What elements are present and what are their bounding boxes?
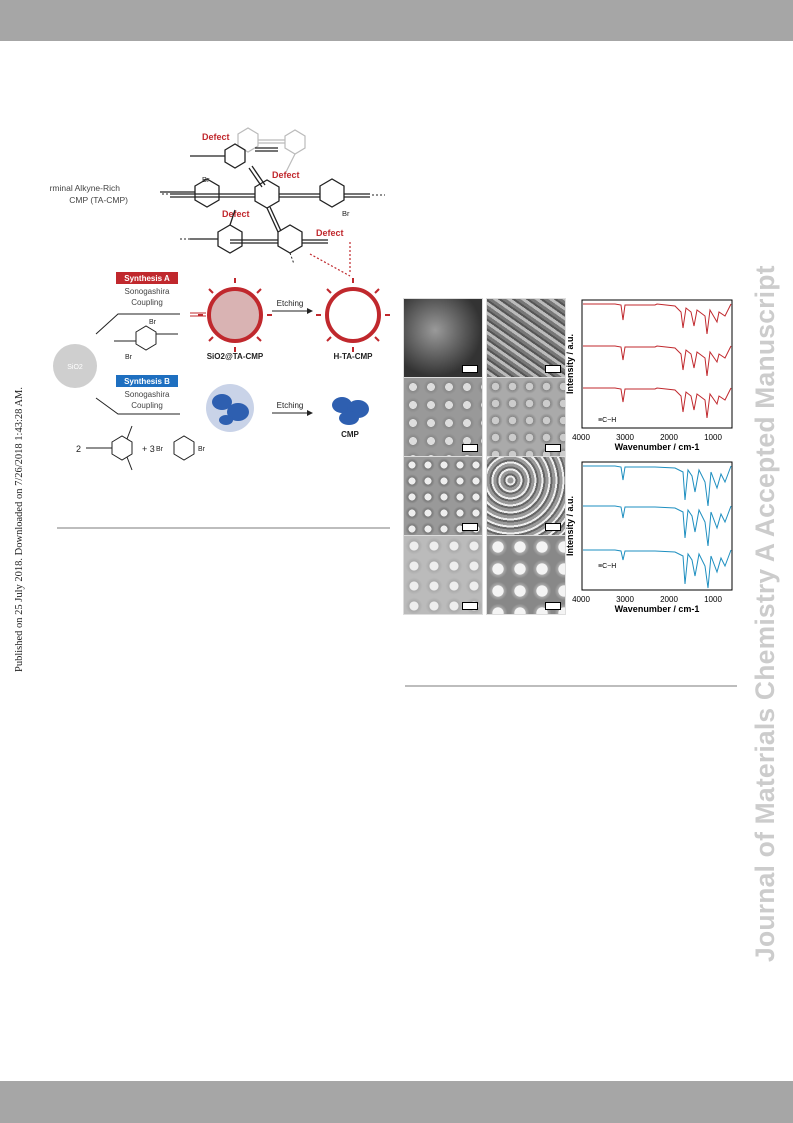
synthesis-a-badge xyxy=(116,272,178,284)
triethynyl-monomer xyxy=(86,425,133,471)
ir-top-annotation: ≡C−H xyxy=(598,417,616,424)
sonogashira-a-2: Coupling xyxy=(131,298,163,307)
sem-image-8 xyxy=(486,535,566,615)
defect-label-3: Defect xyxy=(222,209,250,219)
ir-top-tick-3000: 3000 xyxy=(616,433,634,442)
defect-label-1: Defect xyxy=(202,132,230,142)
defect-fragment-top xyxy=(237,127,306,173)
ta-cmp-label-line1: Terminal Alkyne-Rich xyxy=(50,183,120,193)
ir-top-xlabel: Wavenumber / cm-1 xyxy=(615,442,700,452)
sio2-ta-cmp-particle xyxy=(190,278,272,352)
synthesis-a-label: Synthesis A xyxy=(124,274,170,283)
sio2-label: SiO2 xyxy=(67,364,83,371)
sem-image-1 xyxy=(403,298,483,378)
sem-image-3 xyxy=(403,377,483,457)
br-label-6: Br xyxy=(198,446,206,453)
reagent-coef-1: 2 xyxy=(76,444,81,454)
ir-bottom-xlabel: Wavenumber / cm-1 xyxy=(615,604,700,614)
ir-top-plot: ≡C−H Intensity / a.u. 4000 3000 2000 100… xyxy=(565,299,733,452)
ir-bottom-trace-1 xyxy=(583,465,732,507)
sem-image-2 xyxy=(486,298,566,378)
ir-bottom-tick-1000: 1000 xyxy=(704,595,722,604)
sem-image-6 xyxy=(486,456,566,536)
cmp-particle xyxy=(332,397,369,425)
ir-top-tick-1000: 1000 xyxy=(704,433,722,442)
ir-bottom-trace-2 xyxy=(583,505,732,547)
ir-top-tick-4000: 4000 xyxy=(572,433,590,442)
dibromo-monomer xyxy=(114,325,178,351)
dibromobenzene xyxy=(173,435,195,461)
defect-label-4: Defect xyxy=(316,228,344,238)
synthesis-b-badge xyxy=(116,375,178,387)
sonogashira-b-2: Coupling xyxy=(131,401,163,410)
etching-a-label: Etching xyxy=(277,299,304,308)
sem-image-5 xyxy=(403,456,483,536)
ir-top-trace-2 xyxy=(583,345,732,377)
ir-bottom-annotation: ≡C−H xyxy=(598,563,616,570)
sonogashira-a-1: Sonogashira xyxy=(125,287,170,296)
ir-bottom-tick-4000: 4000 xyxy=(572,595,590,604)
sio2-sphere xyxy=(53,344,97,388)
h-ta-cmp-particle xyxy=(316,278,390,352)
sio2-ta-cmp-label: SiO2@TA-CMP xyxy=(207,352,264,361)
journal-watermark: Journal of Materials Chemistry A Accepte… xyxy=(750,265,780,962)
ir-bottom-plot: ≡C−H Intensity / a.u. 4000 3000 2000 100… xyxy=(565,461,733,614)
ir-spectra: ≡C−H Intensity / a.u. 4000 3000 2000 100… xyxy=(565,299,733,614)
br-label-3: Br xyxy=(149,319,157,326)
br-label-2: Br xyxy=(342,209,350,218)
cmp-label: CMP xyxy=(341,430,359,439)
synthesis-b-label: Synthesis B xyxy=(124,377,170,386)
ir-top-trace-3 xyxy=(583,387,732,419)
ir-bottom-trace-3 xyxy=(583,549,732,589)
sem-image-4 xyxy=(486,377,566,457)
ir-bottom-tick-2000: 2000 xyxy=(660,595,678,604)
reagent-coef-2: + 3 xyxy=(142,444,155,454)
ir-top-tick-2000: 2000 xyxy=(660,433,678,442)
cmp-composite-particle xyxy=(206,384,254,432)
publication-note: Published on 25 July 2018. Downloaded on… xyxy=(14,387,25,672)
defect-label-2: Defect xyxy=(272,170,300,180)
sem-image-7 xyxy=(403,535,483,615)
left-section-rule xyxy=(57,527,390,529)
ta-cmp-network xyxy=(160,143,370,254)
sonogashira-b-1: Sonogashira xyxy=(125,390,170,399)
ir-bottom-tick-3000: 3000 xyxy=(616,595,634,604)
ir-bottom-ylabel: Intensity / a.u. xyxy=(565,496,575,556)
right-section-rule xyxy=(405,685,737,687)
network-dashes xyxy=(162,193,385,265)
h-ta-cmp-label: H-TA-CMP xyxy=(334,352,374,361)
ir-top-ylabel: Intensity / a.u. xyxy=(565,334,575,394)
synthesis-scheme: Defect Defect Defect Defect Br Br Termin… xyxy=(50,127,390,471)
etching-b-label: Etching xyxy=(277,401,304,410)
br-label-1: Br xyxy=(202,175,210,184)
br-label-4: Br xyxy=(125,354,133,361)
ir-top-trace-1 xyxy=(583,303,732,335)
footer-bar xyxy=(0,1081,793,1123)
header-bar xyxy=(0,0,793,41)
br-label-5: Br xyxy=(156,446,164,453)
ta-cmp-label-line2: CMP (TA-CMP) xyxy=(69,195,128,205)
